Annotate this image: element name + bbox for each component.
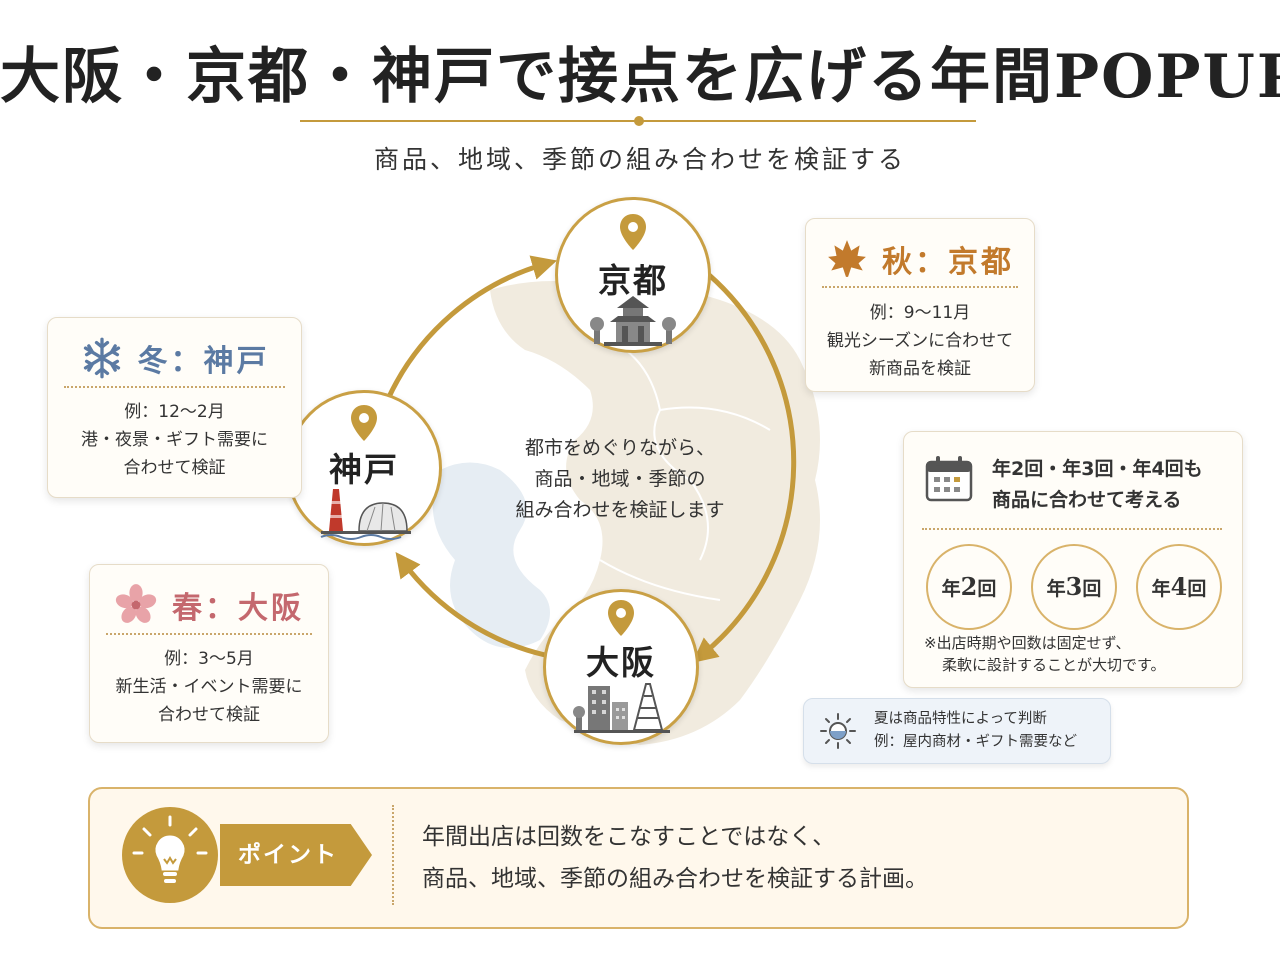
season-card-winter: 冬：神戸 例：12〜2月 港・夜景・ギフト需要に 合わせて検証 <box>47 317 302 498</box>
city-skyline-icon <box>573 683 670 733</box>
point-tag <box>220 824 372 886</box>
season-card-spring: 春：大阪 例：3〜5月 新生活・イベント需要に 合わせて検証 <box>89 564 329 743</box>
temple-icon <box>590 296 676 346</box>
map-pin-icon <box>608 600 634 636</box>
card-divider <box>922 528 1222 530</box>
season-body-winter: 例：12〜2月 港・夜景・ギフト需要に 合わせて検証 <box>81 402 268 478</box>
card-divider <box>64 386 285 388</box>
point-divider <box>392 805 394 905</box>
season-body-spring: 例：3〜5月 新生活・イベント需要に 合わせて検証 <box>115 649 303 725</box>
sakura-icon <box>115 584 157 623</box>
maple-leaf-icon <box>828 240 866 277</box>
frequency-option-4: 年4回 <box>1136 544 1222 630</box>
port-tower-icon <box>320 489 411 540</box>
map-pin-icon <box>620 214 646 250</box>
city-name-kyoto: 京都 <box>598 261 668 300</box>
snowflake-icon <box>83 337 120 379</box>
season-body-autumn: 例：9〜11月 観光シーズンに合わせて 新商品を検証 <box>826 303 1014 379</box>
arrow-osaka-to-kobe <box>395 551 546 658</box>
card-divider <box>822 286 1018 288</box>
season-title-autumn: 秋：京都 <box>806 237 1034 281</box>
frequency-card: 年2回・年3回・年4回も 商品に合わせて考える 年2回 年3回 年4回 ※出店時… <box>903 431 1243 688</box>
season-title-winter: 冬：神戸 <box>48 336 301 380</box>
summer-text: 夏は商品特性によって判断 例：屋内商材・ギフト需要など <box>874 711 1077 750</box>
frequency-note: ※出店時期や回数は固定せず、 柔軟に設計することが大切です。 <box>924 634 1166 674</box>
summer-note: 夏は商品特性によって判断 例：屋内商材・ギフト需要など <box>803 698 1111 764</box>
arrow-kobe-to-kyoto <box>385 255 558 401</box>
arrow-kyoto-to-osaka <box>692 272 797 663</box>
point-text: 年間出店は回数をこなすことではなく、 商品、地域、季節の組み合わせを検証する計画… <box>422 824 928 892</box>
frequency-option-3: 年3回 <box>1031 544 1117 630</box>
city-name-osaka: 大阪 <box>586 643 656 682</box>
city-node-osaka: 大阪 <box>543 589 699 745</box>
city-node-kyoto: 京都 <box>555 197 711 353</box>
map-pin-icon <box>351 405 377 441</box>
city-node-kobe: 神戸 <box>286 390 442 546</box>
point-tag-label: ポイント <box>238 842 338 868</box>
city-name-kobe: 神戸 <box>329 450 399 489</box>
page-title: 大阪・京都・神戸で接点を広げる年間POPUP <box>0 42 1280 112</box>
frequency-title: 年2回・年3回・年4回も 商品に合わせて考える <box>992 458 1203 511</box>
card-divider <box>106 633 312 635</box>
season-card-autumn: 秋：京都 例：9〜11月 観光シーズンに合わせて 新商品を検証 <box>805 218 1035 392</box>
season-title-spring: 春：大阪 <box>90 583 328 627</box>
frequency-option-2: 年2回 <box>926 544 1012 630</box>
title-rule-dot <box>634 116 644 126</box>
page-subtitle: 商品、地域、季節の組み合わせを検証する <box>373 145 906 174</box>
sun-icon <box>820 713 856 749</box>
lightbulb-icon <box>122 807 218 903</box>
calendar-icon <box>925 456 973 502</box>
center-description: 都市をめぐりながら、 商品・地域・季節の 組み合わせを検証します <box>515 437 725 521</box>
